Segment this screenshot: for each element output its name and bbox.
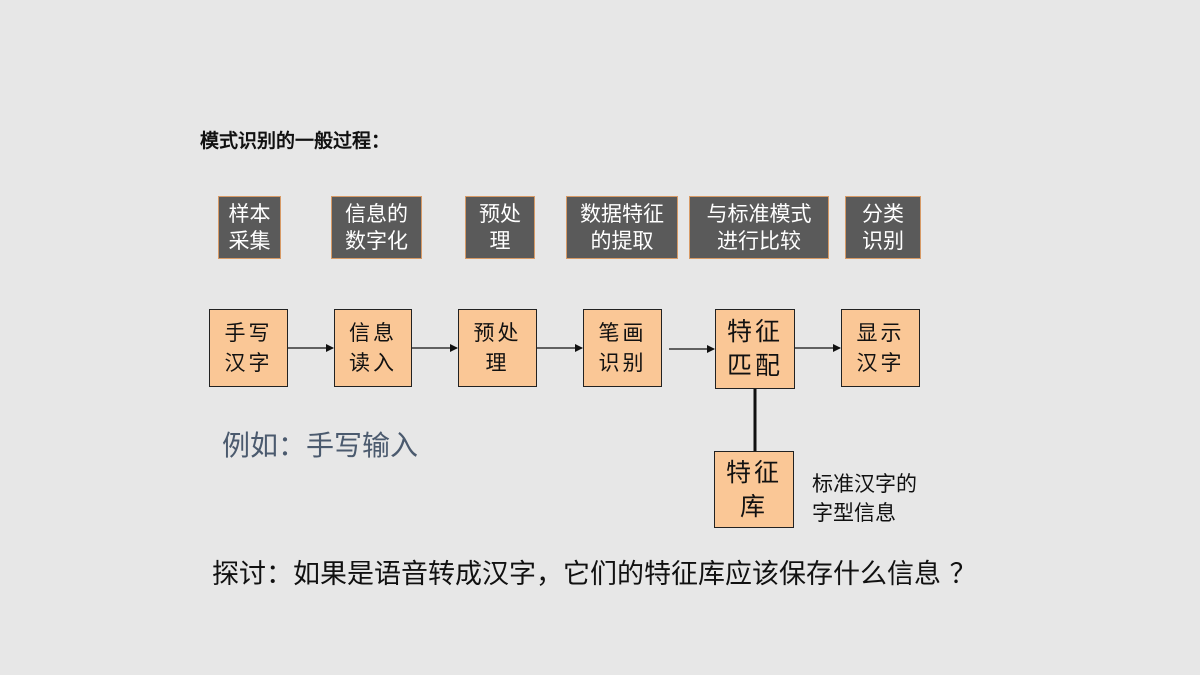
- page-title: 模式识别的一般过程：: [200, 130, 391, 152]
- flow-stroke-recognition: 笔画 识别: [583, 309, 662, 387]
- step-preprocessing: 预处 理: [465, 196, 535, 259]
- step-sample-collection: 样本 采集: [218, 196, 281, 259]
- discussion-question: 探讨：如果是语音转成汉字，它们的特征库应该保存什么信息 ？: [212, 559, 977, 590]
- flow-feature-matching: 特征 匹配: [715, 309, 795, 389]
- step-pattern-comparison: 与标准模式 进行比较: [689, 196, 829, 259]
- flow-read-info: 信息 读入: [334, 309, 412, 387]
- flow-preprocessing: 预处 理: [458, 309, 537, 387]
- flow-handwritten-input: 手写 汉字: [209, 309, 288, 387]
- example-label: 例如：手写输入: [222, 429, 419, 462]
- feature-store-note: 标准汉字的 字型信息: [812, 472, 917, 525]
- flow-display-output: 显示 汉字: [841, 309, 920, 387]
- step-classification: 分类 识别: [845, 196, 921, 259]
- step-feature-extraction: 数据特征 的提取: [566, 196, 678, 259]
- feature-store: 特征 库: [714, 451, 794, 528]
- step-digitization: 信息的 数字化: [331, 196, 422, 259]
